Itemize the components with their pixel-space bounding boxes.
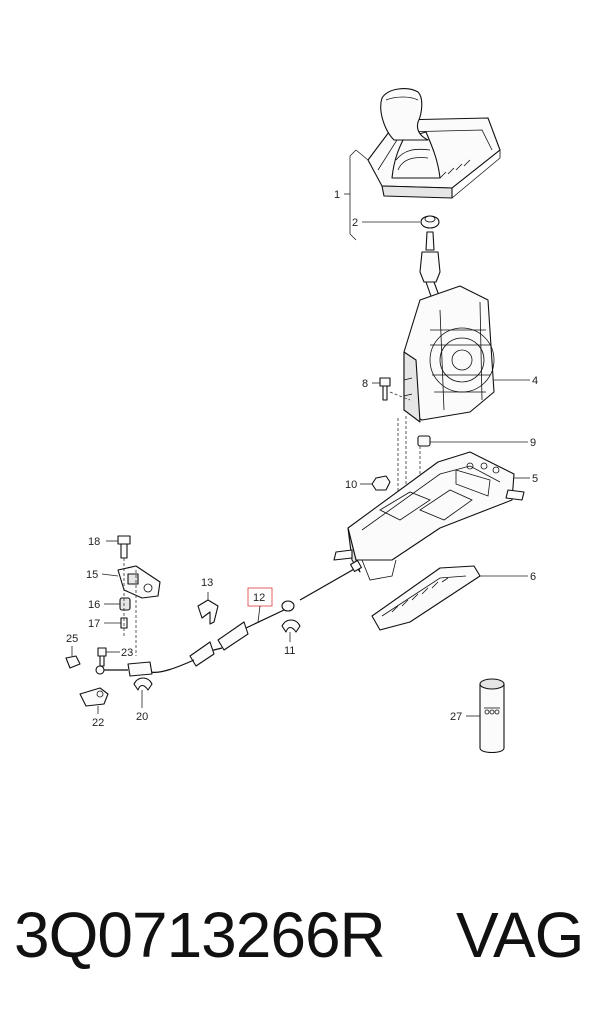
part-number: 3Q0713266R <box>14 899 386 971</box>
callout-23: 23 <box>121 647 133 659</box>
callout-16: 16 <box>88 599 100 611</box>
callout-25: 25 <box>66 633 78 645</box>
part-23-screw <box>97 647 120 667</box>
selector-cable <box>95 559 363 677</box>
part-2-collar <box>362 215 440 229</box>
part-27-grease-tube <box>466 678 505 754</box>
part-13-bracket <box>197 592 219 625</box>
callout-labels: 1 2 4 8 9 10 5 6 12 11 13 18 15 16 17 25… <box>66 189 538 729</box>
callout-6: 6 <box>530 571 536 583</box>
part-18-bolt <box>106 535 131 559</box>
part-15-cable-bracket <box>101 565 161 599</box>
part-17-pin <box>104 617 128 629</box>
callout-12: 12 <box>253 592 265 604</box>
part-25-clip <box>65 646 81 669</box>
part-22-ball-socket <box>79 687 109 714</box>
callout-17: 17 <box>88 618 100 630</box>
callout-27: 27 <box>450 711 462 723</box>
footer: 3Q0713266R VAG <box>0 895 600 975</box>
callout-5: 5 <box>532 473 538 485</box>
brand-name: VAG <box>456 899 584 971</box>
callout-4: 4 <box>532 375 538 387</box>
part-20-retaining-clip <box>133 677 153 708</box>
part-1-gear-knob-assembly <box>344 88 501 241</box>
callout-22: 22 <box>92 717 104 729</box>
part-6-cover-plate <box>371 565 528 631</box>
callout-1: 1 <box>334 189 340 201</box>
callout-18: 18 <box>88 536 100 548</box>
callout-20: 20 <box>136 711 148 723</box>
left-alignment-line <box>123 558 137 656</box>
callout-2: 2 <box>352 217 358 229</box>
part-10-nut <box>360 475 391 491</box>
part-16-grommet <box>104 597 131 611</box>
part-5-base-housing <box>333 451 530 581</box>
callout-9: 9 <box>530 437 536 449</box>
callout-13: 13 <box>201 577 213 589</box>
callout-10: 10 <box>345 479 357 491</box>
callout-11: 11 <box>284 645 295 657</box>
callout-8: 8 <box>362 378 368 390</box>
part-11-clip <box>281 619 301 642</box>
part-8-bolt <box>372 377 411 401</box>
part-9-clip <box>417 435 528 447</box>
callout-15: 15 <box>86 569 98 581</box>
part-4-selector-housing <box>403 285 530 423</box>
